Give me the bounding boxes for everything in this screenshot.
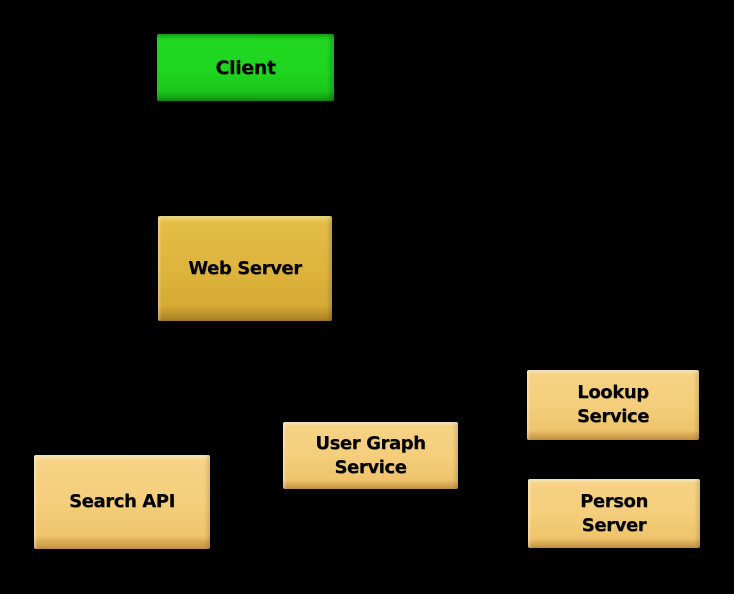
node-search-api[interactable]: Search API (34, 455, 210, 549)
node-web-server-label: Web Server (188, 257, 302, 279)
node-user-graph-service-label: User Graph Service (315, 432, 426, 478)
node-person-server[interactable]: Person Server (528, 479, 700, 548)
node-web-server[interactable]: Web Server (158, 216, 332, 321)
node-client[interactable]: Client (157, 34, 334, 101)
node-lookup-service[interactable]: Lookup Service (527, 370, 699, 440)
node-user-graph-service[interactable]: User Graph Service (283, 422, 458, 489)
node-lookup-service-label: Lookup Service (576, 382, 650, 427)
node-search-api-label: Search API (69, 491, 175, 512)
node-client-label: Client (215, 56, 276, 79)
node-person-server-label: Person Server (580, 490, 648, 536)
